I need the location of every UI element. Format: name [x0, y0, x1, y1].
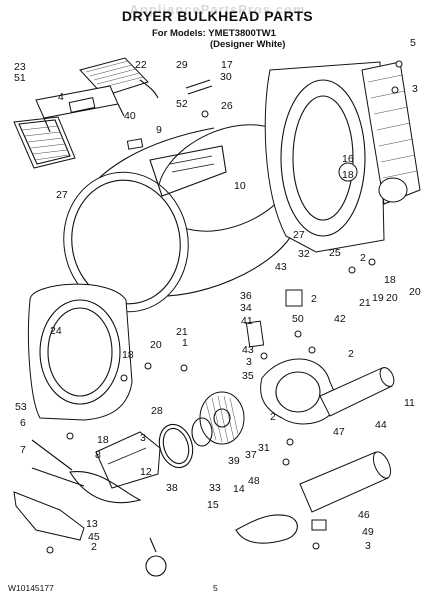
callout-50: 50 — [292, 313, 304, 325]
callout-15: 15 — [207, 499, 219, 511]
wire-harness — [235, 514, 298, 544]
callout-31: 31 — [258, 442, 270, 454]
callout-21: 21 — [176, 326, 188, 338]
callout-43: 43 — [242, 344, 254, 356]
callout-12: 12 — [140, 466, 152, 478]
page-number: 5 — [213, 583, 218, 593]
callout-38: 38 — [166, 482, 178, 494]
callout-34: 34 — [240, 302, 252, 314]
callout-33: 33 — [209, 482, 221, 494]
callout-43: 43 — [275, 261, 287, 273]
callout-22: 22 — [135, 59, 147, 71]
callout-48: 48 — [248, 475, 260, 487]
blower-wheel — [199, 391, 245, 445]
front-bulkhead — [27, 283, 133, 421]
screws — [46, 258, 376, 554]
callout-49: 49 — [362, 526, 374, 538]
callout-10: 10 — [234, 180, 246, 192]
callout-1: 1 — [182, 337, 188, 349]
callout-11: 11 — [404, 397, 415, 409]
callout-3: 3 — [412, 83, 418, 95]
callout-41: 41 — [241, 315, 253, 327]
callout-36: 36 — [240, 290, 252, 302]
seal-rings — [158, 417, 213, 469]
callout-32: 32 — [298, 248, 310, 260]
callout-27: 27 — [56, 189, 68, 201]
callout-46: 46 — [358, 509, 370, 521]
front-duct — [95, 431, 161, 489]
callout-44: 44 — [375, 419, 387, 431]
callout-18: 18 — [384, 274, 396, 286]
callout-47: 47 — [333, 426, 345, 438]
callout-19: 19 — [372, 292, 384, 304]
callout-37: 37 — [245, 449, 257, 461]
callout-21: 21 — [359, 297, 371, 309]
callout-27: 27 — [293, 229, 305, 241]
document-number: W10145177 — [8, 583, 54, 593]
callout-51: 51 — [14, 72, 26, 84]
callout-20: 20 — [409, 286, 421, 298]
callout-8: 8 — [95, 449, 101, 461]
callout-3: 3 — [246, 356, 252, 368]
callout-45: 45 — [88, 531, 100, 543]
models-line: For Models: YMET3800TW1 — [152, 28, 276, 39]
callout-35: 35 — [242, 370, 254, 382]
callout-2: 2 — [270, 411, 276, 423]
lint-bracket — [35, 85, 125, 133]
callout-17: 17 — [221, 59, 233, 71]
lint-screen — [13, 116, 76, 169]
models-variant: (Designer White) — [210, 39, 286, 50]
callout-3: 3 — [365, 540, 371, 552]
callout-14: 14 — [233, 483, 245, 495]
callout-3: 3 — [140, 432, 146, 444]
callout-28: 28 — [151, 405, 163, 417]
callout-5: 5 — [410, 37, 416, 49]
callout-16: 16 — [342, 153, 354, 165]
thermal-fuse-coil — [145, 537, 167, 577]
callout-6: 6 — [20, 417, 26, 429]
callout-13: 13 — [86, 518, 98, 530]
callout-23: 23 — [14, 61, 26, 73]
rear-bulkhead — [264, 61, 385, 253]
blower-housing — [260, 358, 339, 425]
drum — [63, 124, 299, 313]
callout-20: 20 — [386, 292, 398, 304]
callout-20: 20 — [150, 339, 162, 351]
callout-18: 18 — [97, 434, 109, 446]
callout-53: 53 — [15, 401, 27, 413]
callout-30: 30 — [220, 71, 232, 83]
callout-39: 39 — [228, 455, 240, 467]
callout-7: 7 — [20, 444, 26, 456]
callout-29: 29 — [176, 59, 188, 71]
callout-2: 2 — [91, 541, 97, 553]
lower-bracket — [13, 439, 85, 541]
callout-4: 4 — [58, 91, 64, 103]
exhaust-duct — [319, 367, 395, 417]
callout-2: 2 — [360, 252, 366, 264]
heater-grille — [361, 61, 421, 205]
callout-2: 2 — [311, 293, 317, 305]
lint-grille — [79, 57, 149, 97]
top-small-parts — [126, 60, 403, 150]
callout-18: 18 — [122, 349, 134, 361]
heater-element-box — [299, 451, 392, 531]
motor-bracket — [245, 289, 303, 348]
callout-25: 25 — [329, 247, 341, 259]
callout-40: 40 — [124, 110, 136, 122]
callout-52: 52 — [176, 98, 188, 110]
diagram-title: DRYER BULKHEAD PARTS — [121, 8, 314, 24]
callout-26: 26 — [221, 100, 233, 112]
drive-belt — [69, 470, 142, 504]
callout-9: 9 — [156, 124, 162, 136]
callout-24: 24 — [50, 325, 62, 337]
callout-18: 18 — [342, 169, 354, 181]
watermark: AppliancePartsPros.com — [129, 2, 306, 17]
callout-42: 42 — [334, 313, 346, 325]
callout-2: 2 — [348, 348, 354, 360]
